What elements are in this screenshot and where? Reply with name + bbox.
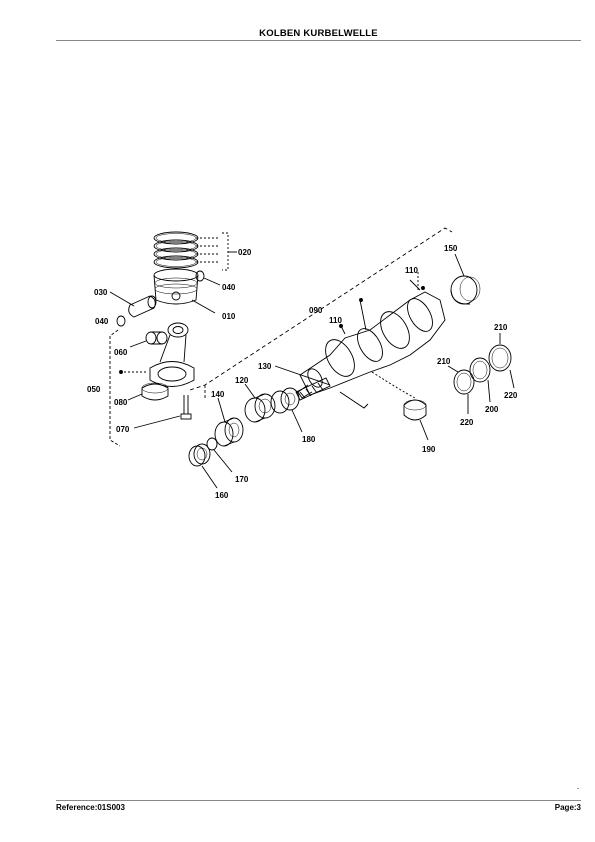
callout-150: 150: [444, 244, 458, 253]
small-end-bushing-drawing: [129, 331, 168, 348]
piston-rings-drawing: [153, 231, 237, 271]
callout-210-right: 210: [494, 323, 508, 332]
page-mark: -: [577, 786, 579, 792]
callout-210-left: 210: [437, 357, 451, 366]
connecting-rod-drawing: [119, 322, 195, 387]
crankshaft-guide-line: [189, 227, 453, 391]
callout-140: 140: [211, 390, 225, 399]
bearing-190-drawing: [371, 371, 429, 441]
callout-110-upper: 110: [405, 266, 418, 275]
callout-020: 020: [238, 248, 252, 257]
snap-ring-upper-drawing: [195, 270, 221, 286]
callout-040-lower: 040: [95, 317, 109, 326]
callout-090: 090: [309, 306, 323, 315]
rod-assembly-bracket: [109, 329, 121, 447]
callout-110-lower: 110: [329, 316, 342, 325]
thrust-washer-drawing: [447, 333, 515, 414]
callout-180: 180: [302, 435, 316, 444]
bearing-160-drawing: [188, 443, 218, 489]
reference-code: Reference:01S003: [56, 803, 125, 812]
gear-140-drawing: [214, 397, 244, 447]
callout-070: 070: [116, 425, 130, 434]
callout-010: 010: [222, 312, 236, 321]
callout-160: 160: [215, 491, 229, 500]
page-number: Page:3: [554, 803, 581, 812]
washer-170-drawing: [206, 437, 233, 473]
piston-pin-drawing: [109, 291, 157, 318]
rod-bolt-drawing: [133, 395, 192, 429]
spline-shaft-130-drawing: [274, 365, 369, 409]
callout-040-upper: 040: [222, 283, 236, 292]
callout-190: 190: [422, 445, 436, 454]
main-bearing-150-drawing: [450, 253, 481, 305]
header-divider: [56, 40, 581, 41]
snap-ring-lower-drawing: [116, 315, 126, 327]
big-end-bearing-drawing: [127, 382, 169, 401]
callout-030: 030: [94, 288, 108, 297]
callout-220-right: 220: [504, 391, 518, 400]
callout-170: 170: [235, 475, 249, 484]
callout-120: 120: [235, 376, 249, 385]
callout-220-left: 220: [460, 418, 474, 427]
callout-200: 200: [485, 405, 499, 414]
callout-050: 050: [87, 385, 101, 394]
callout-130: 130: [258, 362, 272, 371]
callout-080: 080: [114, 398, 128, 407]
callout-labels: 020 040 030 040 010 060 050 080 070 090 …: [87, 244, 518, 500]
footer-divider: [56, 800, 581, 801]
callout-060: 060: [114, 348, 128, 357]
crankshaft-drawing: [297, 291, 446, 399]
piston-drawing: [153, 268, 216, 314]
page-title: KOLBEN KURBELWELLE: [259, 28, 378, 39]
gear-120-drawing: [244, 383, 276, 423]
